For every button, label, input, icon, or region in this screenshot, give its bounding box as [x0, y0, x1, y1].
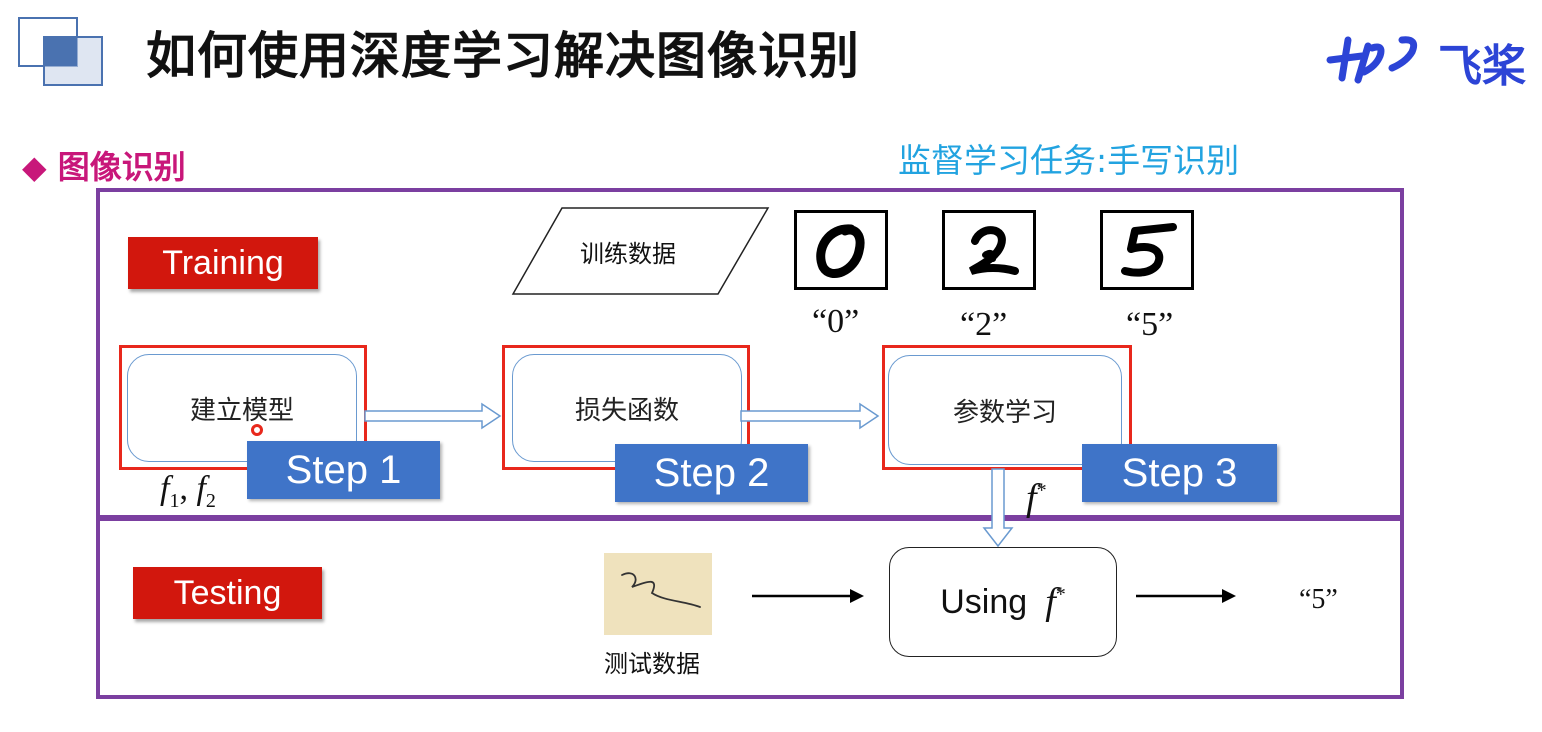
- diamond-bullet-icon: ◆: [22, 148, 47, 186]
- test-result: “5”: [1299, 584, 1338, 615]
- section-heading: ◆ 图像识别: [22, 142, 186, 188]
- handwritten-five-icon: [1121, 223, 1177, 277]
- training-data-shape: [511, 207, 770, 295]
- pointer-dot-icon: [251, 424, 263, 436]
- handwritten-two-icon: [968, 226, 1019, 275]
- using-word: Using: [940, 582, 1028, 621]
- step2-badge: Step 2: [615, 444, 808, 502]
- section-label: 图像识别: [57, 148, 186, 186]
- squares-icon: [18, 17, 103, 86]
- digit-image-5: [1100, 210, 1194, 290]
- step3-frame: [882, 345, 1132, 470]
- digit-caption-5: “5”: [1126, 306, 1174, 343]
- digit-image-2: [942, 210, 1036, 290]
- training-label: Training: [128, 237, 318, 289]
- using-f-box: Using f*: [889, 547, 1117, 657]
- testing-label: Testing: [133, 567, 322, 619]
- paddle-logo-icon: [1326, 36, 1418, 84]
- training-panel: [96, 188, 1404, 521]
- logo-text: 飞桨: [1438, 41, 1526, 92]
- scribble-icon: [621, 572, 701, 608]
- using-f: f*: [1045, 581, 1066, 623]
- arrow-to-using: [752, 589, 864, 603]
- optimal-function-label: f*: [1026, 477, 1047, 519]
- logo-squares: [18, 17, 106, 87]
- training-data-label: 训练数据: [580, 240, 676, 268]
- test-image: [604, 553, 712, 635]
- arrow-step1-to-step2: [364, 402, 502, 430]
- arrow-step2-to-step3: [740, 402, 880, 430]
- step3-badge: Step 3: [1082, 444, 1277, 502]
- model-candidates-label: f1, f2: [160, 470, 216, 512]
- arrow-to-result: [1136, 589, 1236, 603]
- subtitle: 监督学习任务:手写识别: [898, 141, 1240, 180]
- paddle-logo: [1322, 26, 1432, 84]
- handwritten-zero-icon: [816, 224, 865, 278]
- digit-caption-2: “2”: [960, 306, 1008, 343]
- test-data-label: 测试数据: [604, 650, 700, 678]
- digit-image-0: [794, 210, 888, 290]
- step1-badge: Step 1: [247, 441, 440, 499]
- arrow-step3-to-testing: [982, 468, 1014, 548]
- step1-frame: [119, 345, 367, 470]
- digit-caption-0: “0”: [812, 303, 860, 340]
- testing-panel: [96, 515, 1404, 699]
- page-title: 如何使用深度学习解决图像识别: [146, 27, 860, 85]
